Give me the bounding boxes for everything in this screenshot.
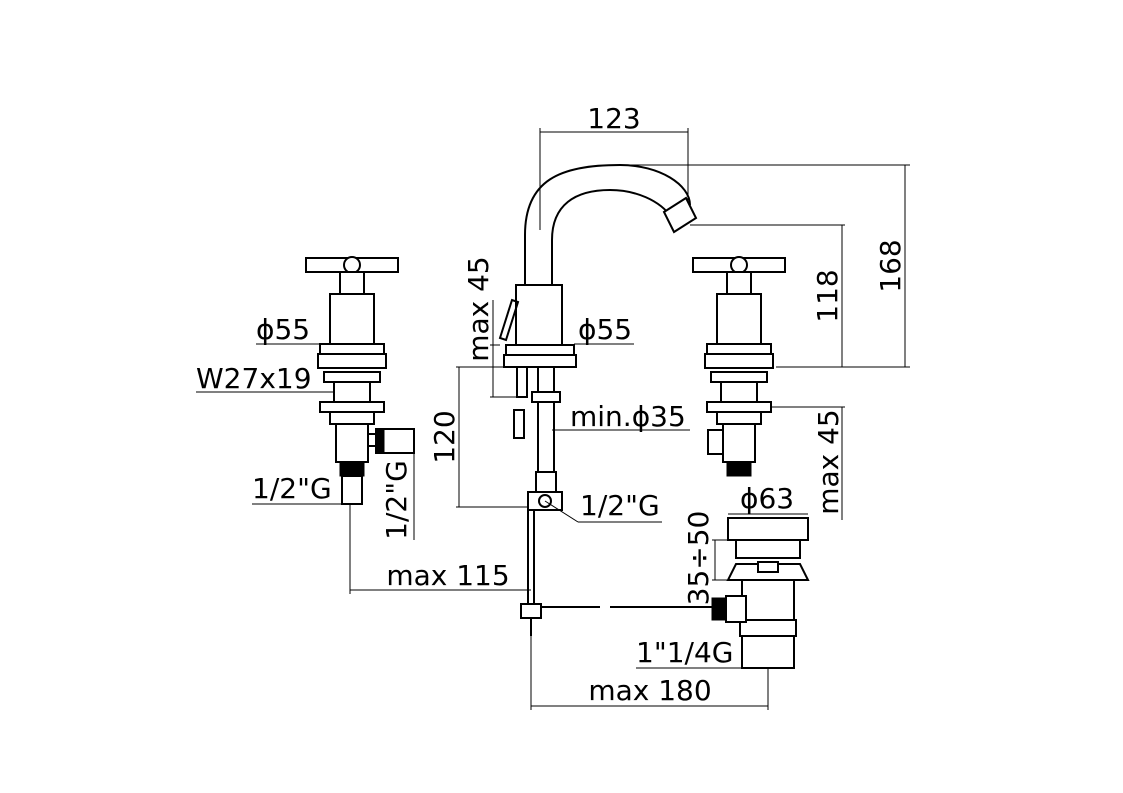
dim-thread-1-1-4g: 1"1/4G bbox=[636, 636, 733, 669]
dim-half-g-center: 1/2"G bbox=[580, 489, 660, 522]
dim-spout-reach: 123 bbox=[587, 102, 640, 135]
dim-diameter-55-center: ϕ55 bbox=[578, 313, 632, 346]
dim-max-115: max 115 bbox=[386, 559, 509, 592]
dim-min-diameter-35: min.ϕ35 bbox=[570, 400, 686, 433]
dim-half-g-left: 1/2"G bbox=[252, 472, 332, 505]
dim-half-g-left-vertical: 1/2"G bbox=[380, 460, 413, 540]
dim-spout-height: 118 bbox=[811, 269, 844, 322]
spout bbox=[498, 163, 698, 636]
dim-thread-w27: W27x19 bbox=[196, 362, 312, 395]
right-valve bbox=[692, 256, 786, 477]
dim-total-height: 168 bbox=[874, 239, 907, 292]
dim-max-45-top: max 45 bbox=[462, 256, 495, 362]
left-valve bbox=[305, 256, 415, 505]
dim-max-180: max 180 bbox=[588, 674, 711, 707]
popup-waste bbox=[541, 517, 810, 669]
dim-max-45-right: max 45 bbox=[812, 409, 845, 515]
dim-depth-120: 120 bbox=[428, 410, 461, 463]
dimension-labels: 123 168 118 max 45 ϕ55 ϕ55 W27x19 120 mi… bbox=[196, 102, 907, 707]
dimension-lines bbox=[196, 128, 910, 710]
dim-diameter-63: ϕ63 bbox=[740, 482, 794, 515]
dim-diameter-55-left: ϕ55 bbox=[256, 313, 310, 346]
dim-range-35-50: 35÷50 bbox=[682, 511, 715, 606]
